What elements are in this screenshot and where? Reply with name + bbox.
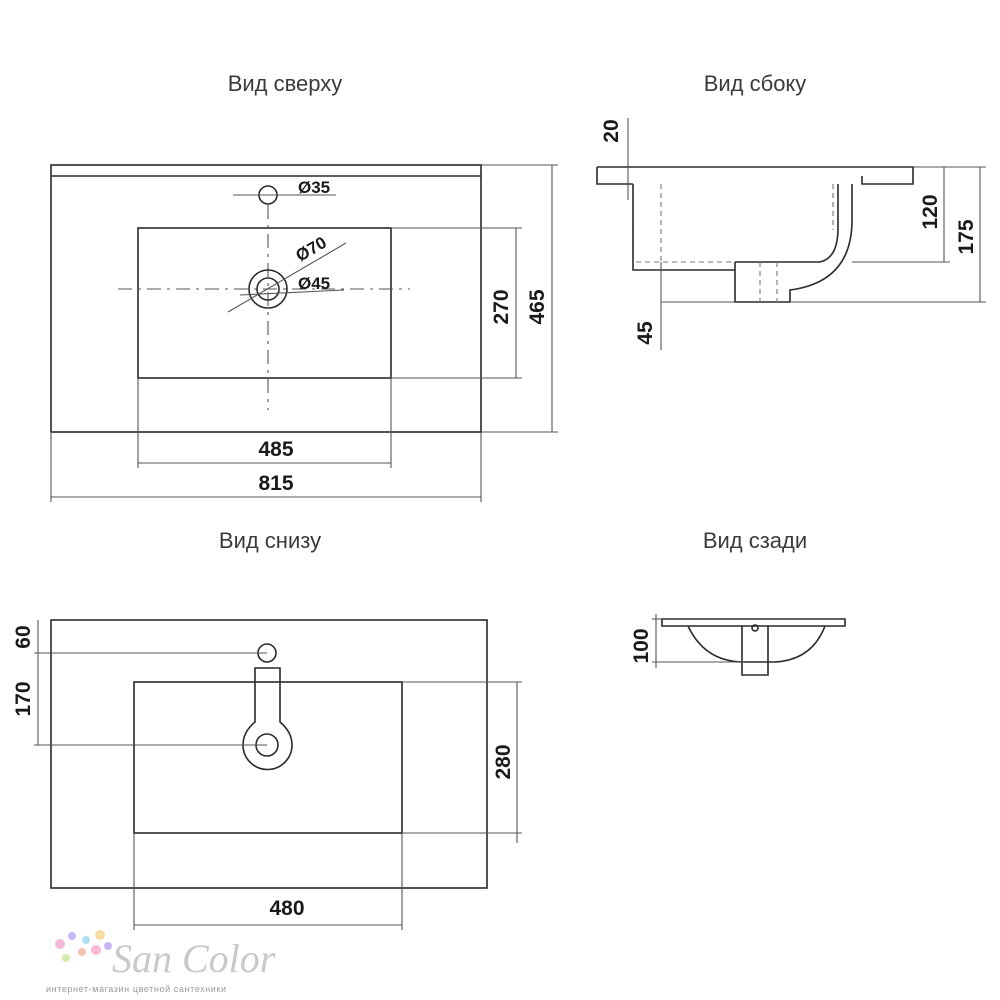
drain-inner bbox=[256, 277, 280, 301]
top-view: Вид сверху Ø35 Ø70 Ø45 270 465 485 bbox=[50, 71, 558, 502]
dim-tap-offset: 60 bbox=[12, 625, 35, 648]
side-siphon bbox=[734, 184, 853, 303]
drain-leader-45 bbox=[239, 289, 345, 296]
bottom-bowl bbox=[133, 681, 403, 834]
dim-rim-height: 20 bbox=[600, 119, 623, 142]
dim-drain-outer: Ø70 bbox=[293, 233, 330, 266]
back-view-title: Вид сзади bbox=[703, 528, 807, 553]
dim-drain-inner: Ø45 bbox=[298, 274, 330, 293]
back-bowl bbox=[687, 625, 826, 663]
back-tap bbox=[751, 624, 759, 632]
bottom-siphon bbox=[242, 667, 293, 771]
side-rim bbox=[597, 166, 914, 185]
logo-tagline: интернет-магазин цветной сантехники bbox=[46, 984, 227, 994]
logo-dot bbox=[62, 954, 70, 962]
logo-dot bbox=[95, 930, 105, 940]
logo-name: San Color bbox=[112, 936, 276, 981]
side-view-title: Вид сбоку bbox=[704, 71, 807, 96]
back-rim bbox=[661, 618, 846, 627]
side-view: Вид сбоку 20 120 175 45 bbox=[596, 71, 986, 350]
dim-bowl-height: 120 bbox=[919, 194, 942, 229]
logo-dot bbox=[82, 936, 90, 944]
side-bowl-hidden bbox=[632, 184, 735, 263]
dim-total-width: 815 bbox=[258, 472, 293, 495]
dim-bottom-bowl-depth: 280 bbox=[492, 744, 515, 779]
dim-tap-diameter: Ø35 bbox=[298, 178, 330, 197]
top-view-title: Вид сверху bbox=[228, 71, 343, 96]
dim-bottom-bowl-width: 480 bbox=[269, 897, 304, 920]
logo-dot bbox=[55, 939, 65, 949]
bottom-view-title: Вид снизу bbox=[219, 528, 321, 553]
logo-dots bbox=[55, 930, 112, 962]
dim-back-depth: 100 bbox=[630, 628, 653, 663]
logo-dot bbox=[78, 948, 86, 956]
drain-outer bbox=[248, 269, 288, 309]
dim-bowl-width: 485 bbox=[258, 438, 293, 461]
logo-dot bbox=[104, 942, 112, 950]
dim-total-depth: 465 bbox=[526, 289, 549, 324]
side-siphon-hidden bbox=[759, 262, 778, 302]
dim-total-height: 175 bbox=[955, 219, 978, 254]
brand-logo: San Color интернет-магазин цветной санте… bbox=[46, 930, 276, 994]
side-siphon-inner bbox=[735, 184, 839, 263]
side-rim-left bbox=[596, 167, 633, 185]
side-bowl-bottom bbox=[632, 184, 735, 271]
logo-dot bbox=[68, 932, 76, 940]
dim-drain-height: 45 bbox=[634, 321, 657, 345]
drain-leader-70 bbox=[227, 242, 347, 313]
bottom-outline bbox=[50, 619, 488, 889]
dim-drain-offset: 170 bbox=[12, 681, 35, 716]
bottom-view: Вид снизу 280 60 170 480 bbox=[12, 528, 522, 930]
back-siphon bbox=[741, 626, 769, 676]
top-outline bbox=[50, 164, 482, 433]
dim-bowl-depth: 270 bbox=[490, 289, 513, 324]
top-bowl bbox=[137, 227, 392, 379]
logo-dot bbox=[91, 945, 101, 955]
back-view: Вид сзади 100 bbox=[630, 528, 846, 676]
